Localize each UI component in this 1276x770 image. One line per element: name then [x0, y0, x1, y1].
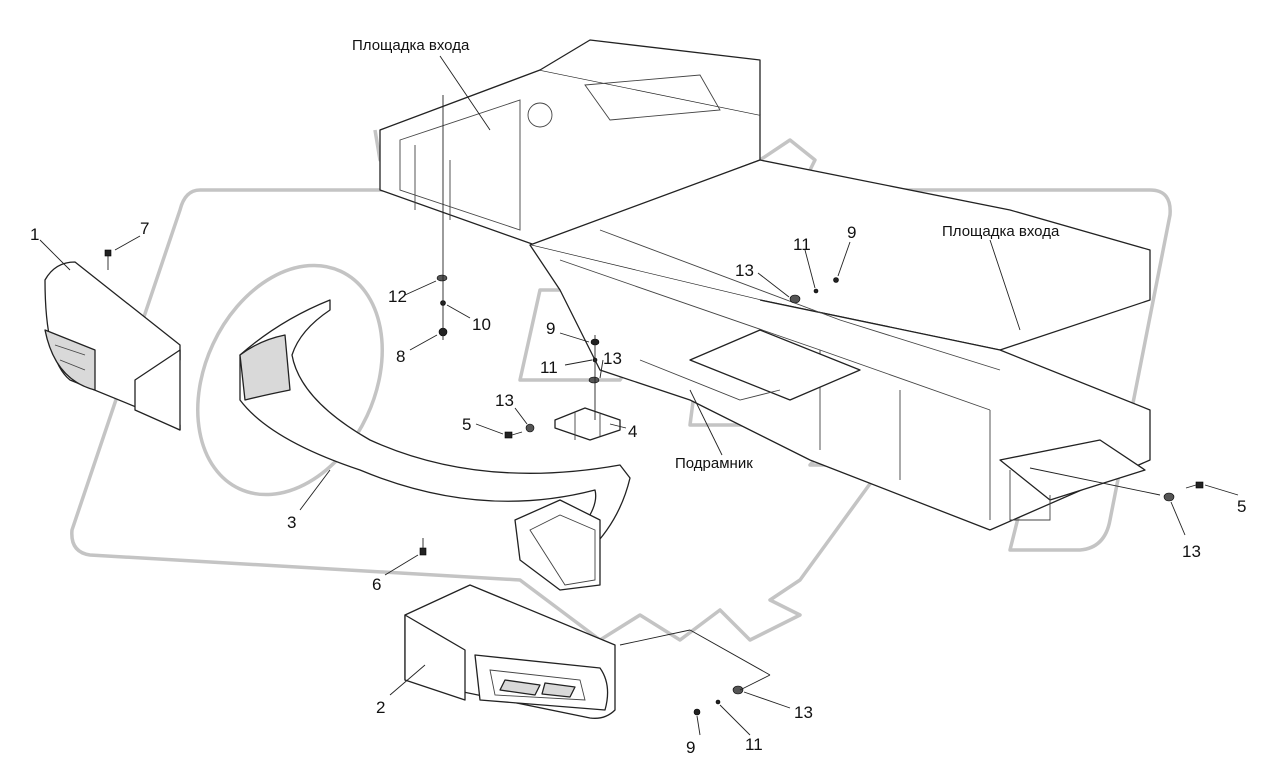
callout-9b: 9: [847, 223, 856, 242]
callout-10: 10: [472, 315, 491, 334]
bolt-5b-icon: [1185, 481, 1204, 489]
washer-13d-icon: [732, 685, 744, 695]
subframe: [529, 159, 1151, 531]
callout-8: 8: [396, 347, 405, 366]
callout-13b: 13: [495, 391, 514, 410]
entry-platform-top: [379, 39, 761, 246]
callout-7: 7: [140, 219, 149, 238]
washer-13a-icon: [588, 376, 600, 384]
washer-13e-icon: [1163, 492, 1175, 502]
part-3-front-bumper: [239, 299, 631, 591]
fasteners: [104, 249, 1204, 716]
leader-lines: [39, 55, 1239, 736]
callout-9a: 9: [546, 319, 555, 338]
callout-12: 12: [388, 287, 407, 306]
callout-13d: 13: [794, 703, 813, 722]
bolt-5a-icon: [504, 431, 523, 439]
bolt-7-icon: [104, 249, 112, 270]
nut-9c-icon: [693, 708, 701, 716]
callout-6: 6: [372, 575, 381, 594]
part-1-left-end-cap: [44, 261, 181, 431]
callout-11b: 11: [793, 235, 811, 254]
washer-13c-icon: [789, 294, 801, 304]
washer-13b-icon: [525, 423, 535, 433]
callout-5b: 5: [1237, 497, 1246, 516]
caption-entry-platform-right: Площадка входа: [942, 223, 1060, 240]
callout-3: 3: [287, 513, 296, 532]
washer-12-icon: [436, 274, 448, 282]
callout-5a: 5: [462, 415, 471, 434]
nut-9b-icon: [833, 277, 839, 283]
callout-4: 4: [628, 422, 637, 441]
callout-13e: 13: [1182, 542, 1201, 561]
callout-11a: 11: [540, 358, 558, 377]
bolt-6-icon: [419, 538, 427, 556]
callout-13c: 13: [735, 261, 754, 280]
washer-11b-icon: [813, 288, 819, 294]
callout-1: 1: [30, 225, 39, 244]
part-4-mounting-bracket: [554, 407, 621, 441]
callout-9c: 9: [686, 738, 695, 757]
caption-entry-platform-top: Площадка входа: [352, 37, 470, 54]
washer-11c-icon: [715, 699, 721, 705]
callout-13a: 13: [603, 349, 622, 368]
caption-subframe: Подрамник: [675, 455, 753, 472]
callout-2: 2: [376, 698, 385, 717]
part-2-right-end-cap: [404, 584, 616, 719]
callout-11c: 11: [745, 735, 763, 754]
